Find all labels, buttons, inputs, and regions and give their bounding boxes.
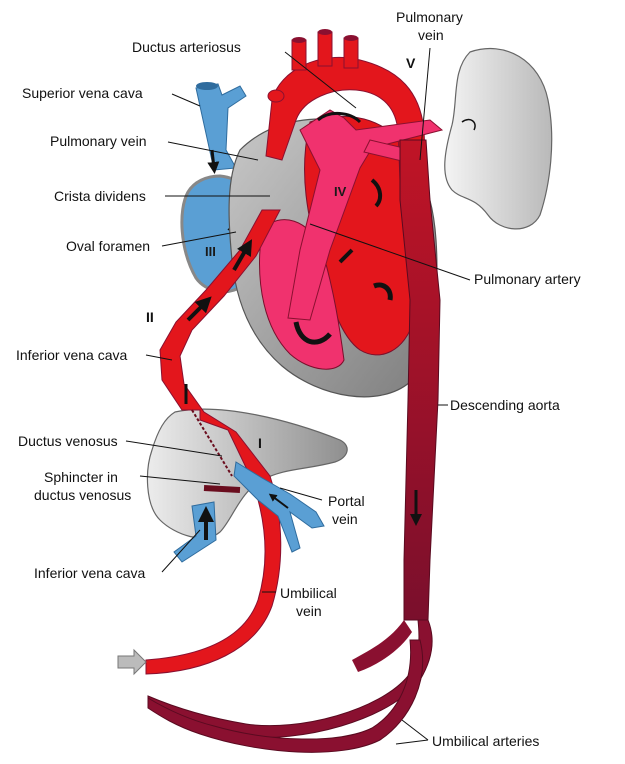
label-pulmonary-vein-top-line2: vein xyxy=(418,27,444,43)
svc-flow-arrow-icon xyxy=(207,149,220,174)
label-pulmonary-vein-left: Pulmonary vein xyxy=(50,133,147,149)
inflow-arrow-icon xyxy=(117,648,147,676)
superior-vena-cava xyxy=(195,82,247,174)
roman-v: V xyxy=(406,55,416,71)
label-inferior-vena-cava-upper: Inferior vena cava xyxy=(16,347,127,363)
label-superior-vena-cava: Superior vena cava xyxy=(22,85,143,101)
umbilical-vein-vessel xyxy=(145,209,282,675)
sphincter-marker xyxy=(203,485,241,493)
label-sphincter-line2: ductus venosus xyxy=(34,487,131,503)
label-pulmonary-artery: Pulmonary artery xyxy=(474,271,581,287)
lung xyxy=(444,47,553,230)
umbilical-arteries-vessels xyxy=(147,619,433,753)
label-crista-dividens: Crista dividens xyxy=(54,188,146,204)
label-pulmonary-vein-top-line1: Pulmonary xyxy=(396,9,463,25)
label-descending-aorta: Descending aorta xyxy=(450,397,560,413)
lung-flow-arrow-icon xyxy=(461,118,476,131)
label-sphincter-line1: Sphincter in xyxy=(44,469,118,485)
label-umbilical-vein-line1: Umbilical xyxy=(280,585,337,601)
roman-i: I xyxy=(258,435,262,451)
ivc-flow-arrow-icon xyxy=(186,296,212,322)
label-oval-foramen: Oval foramen xyxy=(66,238,150,254)
label-portal-vein-line1: Portal xyxy=(328,493,365,509)
roman-iv: IV xyxy=(334,184,347,199)
label-ductus-venosus: Ductus venosus xyxy=(18,433,118,449)
label-ductus-arteriosus: Ductus arteriosus xyxy=(132,39,241,55)
leader-lines xyxy=(125,47,471,745)
label-inferior-vena-cava-lower: Inferior vena cava xyxy=(34,565,145,581)
ductus-venosus-vessel xyxy=(191,409,233,477)
label-umbilical-arteries: Umbilical arteries xyxy=(432,733,539,749)
label-portal-vein-line2: vein xyxy=(332,511,358,527)
roman-ii: II xyxy=(146,309,154,325)
roman-iii: III xyxy=(205,244,216,259)
portal-vein-vessel xyxy=(233,461,325,553)
label-umbilical-vein-line2: vein xyxy=(296,603,322,619)
